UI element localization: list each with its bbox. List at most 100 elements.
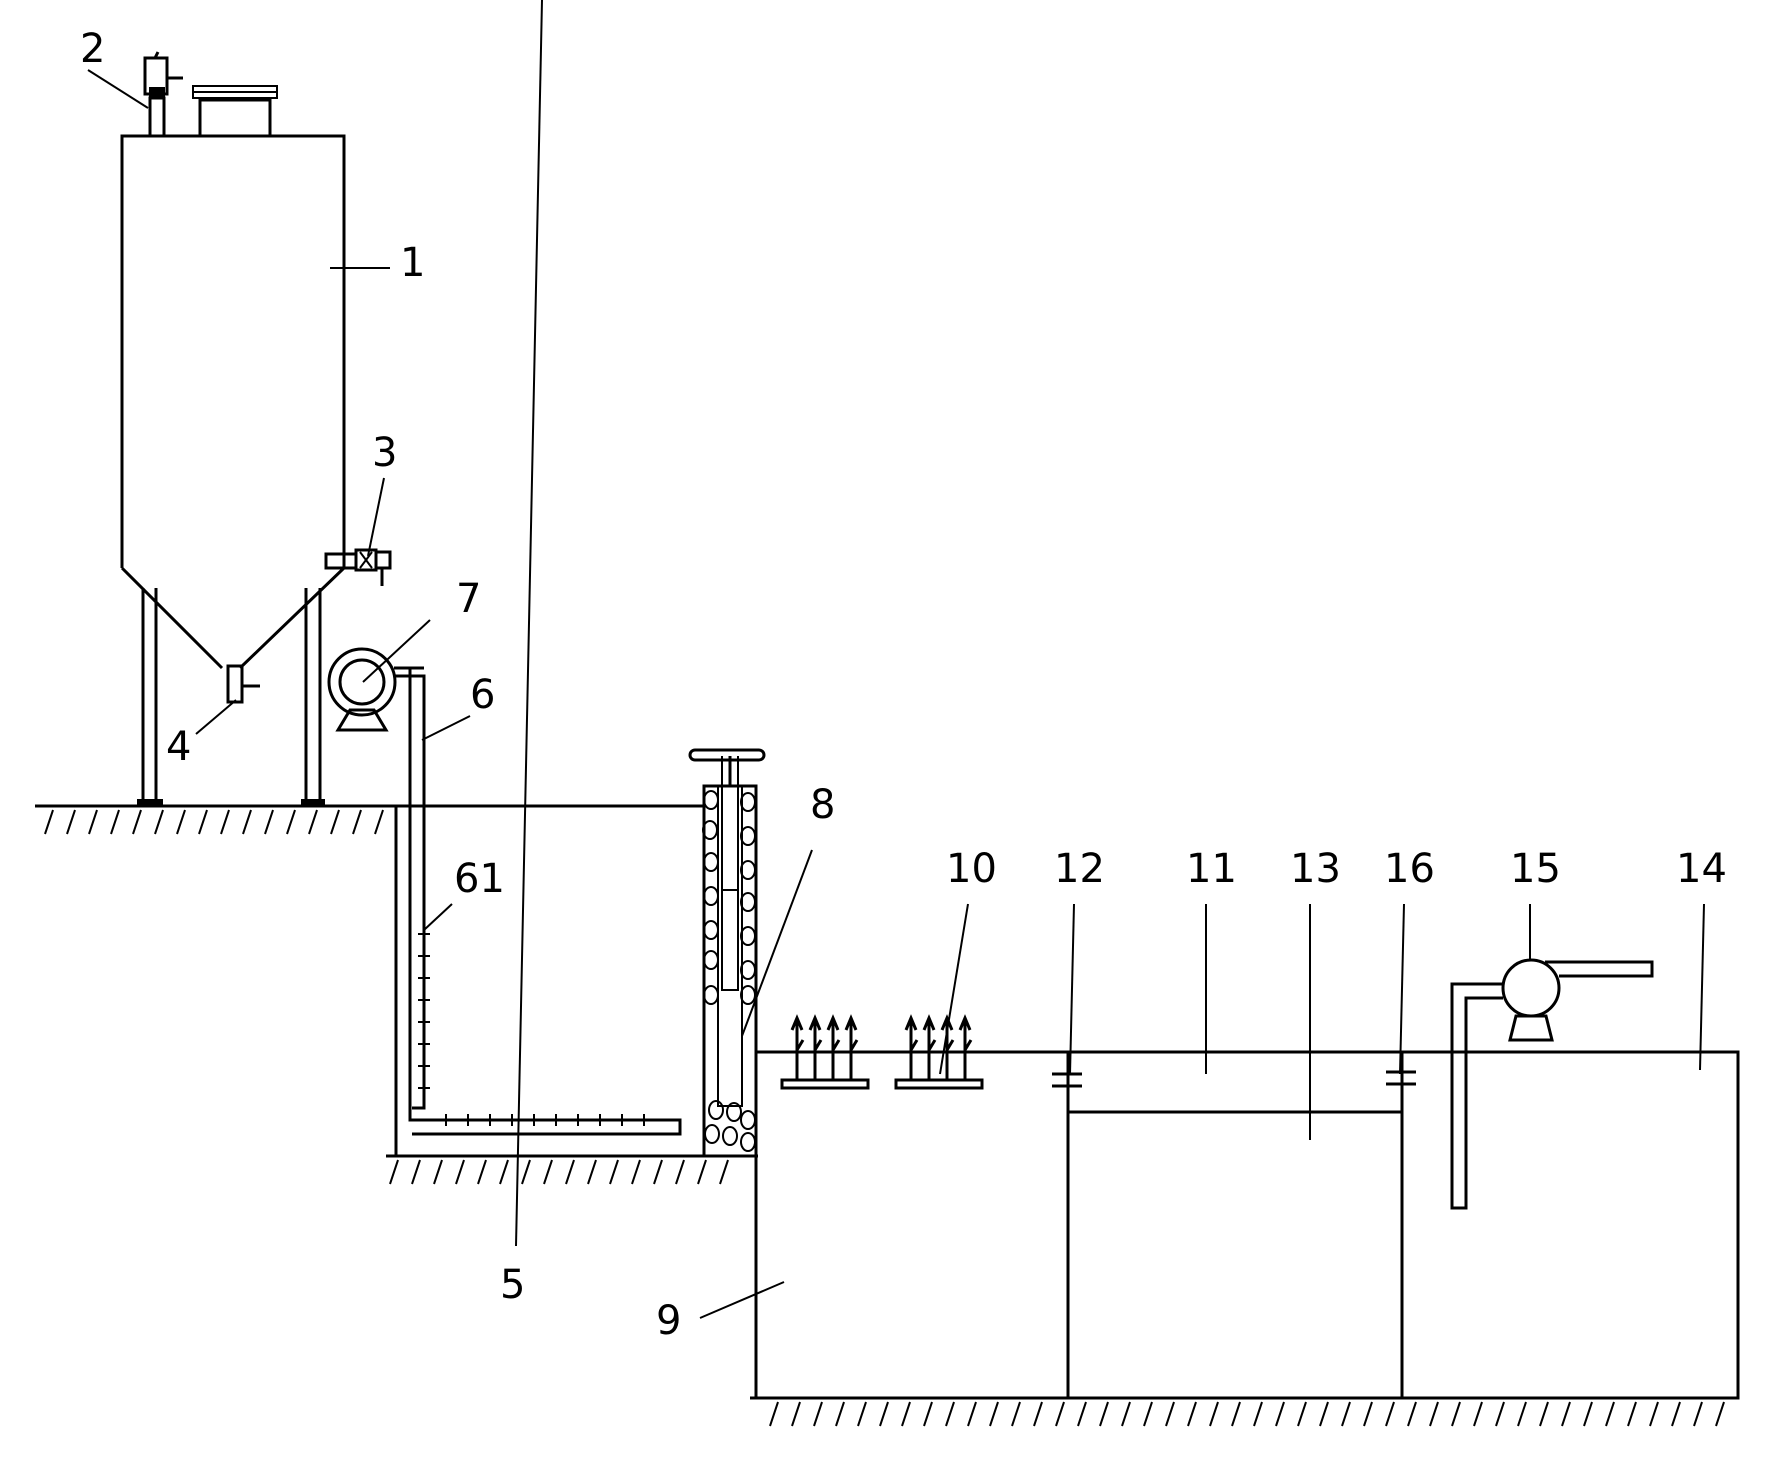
ground-hatch	[1715, 1401, 1725, 1427]
ground-hatch	[675, 1159, 685, 1185]
label-sedimentation-pool: 5	[500, 1262, 525, 1308]
gravel-stone	[740, 792, 756, 812]
hexagonal-filler	[1066, 1110, 1404, 1400]
gravel-stone	[740, 826, 756, 846]
ground-hatch	[631, 1159, 641, 1185]
gravel-stone	[703, 950, 719, 970]
ground-right	[750, 1396, 1738, 1427]
ground-hatch	[653, 1159, 663, 1185]
gravel-stone	[708, 1100, 724, 1120]
label-perforated-pipe: 61	[454, 856, 505, 902]
ground-hatch	[176, 809, 186, 835]
ground-hatch	[1297, 1401, 1307, 1427]
ground-hatch	[1165, 1401, 1175, 1427]
ground-hatch	[609, 1159, 619, 1185]
ground-hatch	[543, 1159, 553, 1185]
ground-hatch	[1055, 1401, 1065, 1427]
gravel-stone	[740, 985, 756, 1005]
ground-hatch	[132, 809, 142, 835]
leader-lines	[87, 0, 1705, 1319]
ground-hatch	[791, 1401, 801, 1427]
ground-hatch	[1275, 1401, 1285, 1427]
ground-hatch	[879, 1401, 889, 1427]
ground-hatch	[389, 1159, 399, 1185]
label-left-partition: 12	[1054, 846, 1105, 892]
ground-hatch	[1583, 1401, 1593, 1427]
discharge-pump	[1450, 958, 1654, 1210]
plant-icon	[790, 1014, 805, 1080]
ground-hatch	[1473, 1401, 1483, 1427]
ground-hatch	[66, 809, 76, 835]
ground-hatch	[1187, 1401, 1197, 1427]
ground-hatch	[967, 1401, 977, 1427]
ground-hatch	[719, 1159, 729, 1185]
plant-icon	[922, 1014, 937, 1080]
label-clear-water-pool: 14	[1676, 846, 1727, 892]
perforated-pipe-holes	[418, 933, 645, 1126]
ground-hatch	[1209, 1401, 1219, 1427]
ground-hatch	[220, 809, 230, 835]
ground-hatch	[1033, 1401, 1043, 1427]
sedimentation-pool	[394, 804, 704, 1158]
ground-hatch	[1539, 1401, 1549, 1427]
feed-pipe	[394, 666, 682, 1136]
ground-hatch	[1319, 1401, 1329, 1427]
ground-hatch	[308, 809, 318, 835]
ground-hatch	[769, 1401, 779, 1427]
label-tank: 1	[400, 240, 425, 286]
plant-icon	[844, 1014, 859, 1080]
ground-hatch	[1099, 1401, 1109, 1427]
ground-hatch	[411, 1159, 421, 1185]
ground-hatch	[1011, 1401, 1021, 1427]
ground-pit-bottom	[386, 1154, 758, 1185]
partition-left	[1052, 1072, 1082, 1088]
ground-hatch	[1627, 1401, 1637, 1427]
ground-hatch	[923, 1401, 933, 1427]
ground-hatch	[242, 809, 252, 835]
ground-hatch	[835, 1401, 845, 1427]
ground-hatch	[1517, 1401, 1527, 1427]
ground-hatch	[330, 809, 340, 835]
wetland-pool	[754, 1048, 1740, 1400]
label-filter-bed-zone: 11	[1186, 846, 1237, 892]
ground-hatch	[1121, 1401, 1131, 1427]
ground-hatch	[286, 809, 296, 835]
ground-hatch	[352, 809, 362, 835]
ground-hatch	[1385, 1401, 1395, 1427]
ground-hatch	[857, 1401, 867, 1427]
ground-hatch	[1143, 1401, 1153, 1427]
ground-hatch	[1341, 1401, 1351, 1427]
ground-hatch	[264, 809, 274, 835]
ground-left	[35, 804, 396, 835]
label-pump-right: 15	[1510, 846, 1561, 892]
ground-hatch	[477, 1159, 487, 1185]
ground-hatch	[813, 1401, 823, 1427]
ground-hatch	[945, 1401, 955, 1427]
ground-hatch	[521, 1159, 531, 1185]
label-vent-valve: 2	[80, 26, 105, 72]
plant-icon	[904, 1014, 919, 1080]
ground-hatch	[44, 809, 54, 835]
gravel-stone	[703, 886, 719, 906]
filter-column	[688, 748, 766, 1158]
label-bottom-valve: 4	[166, 724, 191, 770]
gravel-stone	[703, 790, 719, 810]
plant-icon	[808, 1014, 823, 1080]
ground-hatch	[1561, 1401, 1571, 1427]
label-right-partition: 16	[1384, 846, 1435, 892]
ground-hatch	[697, 1159, 707, 1185]
ground-hatch	[1231, 1401, 1241, 1427]
side-outlet-valve	[324, 548, 392, 586]
label-side-valve: 3	[372, 430, 397, 476]
ground-hatch	[1429, 1401, 1439, 1427]
ground-hatch	[1363, 1401, 1373, 1427]
vent-valve	[143, 51, 183, 138]
ground-hatch	[1407, 1401, 1417, 1427]
ground-hatch	[1495, 1401, 1505, 1427]
ground-hatch	[374, 809, 384, 835]
ground-hatch	[110, 809, 120, 835]
ground-hatch	[1253, 1401, 1263, 1427]
gravel-stone	[740, 860, 756, 880]
bottom-drain-valve	[226, 664, 260, 704]
